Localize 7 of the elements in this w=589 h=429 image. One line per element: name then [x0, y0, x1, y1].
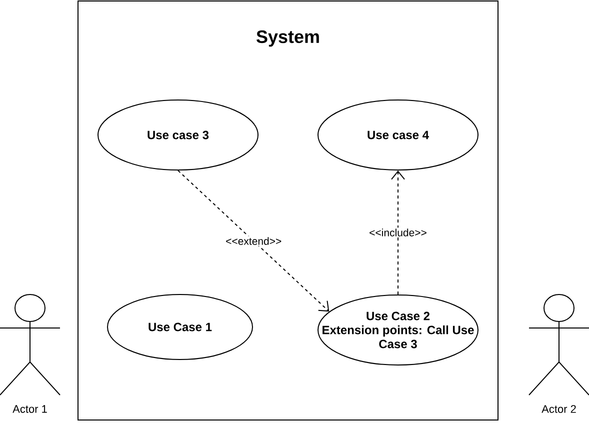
arrow	[391, 170, 405, 295]
arrow	[178, 170, 330, 312]
title: System	[256, 30, 319, 47]
actor-label: Actor 1	[12, 405, 47, 413]
edge-label: <<include>>	[368, 228, 428, 238]
actor-label: Actor 2	[542, 405, 576, 413]
edge-label: <<extend>>	[224, 236, 283, 246]
